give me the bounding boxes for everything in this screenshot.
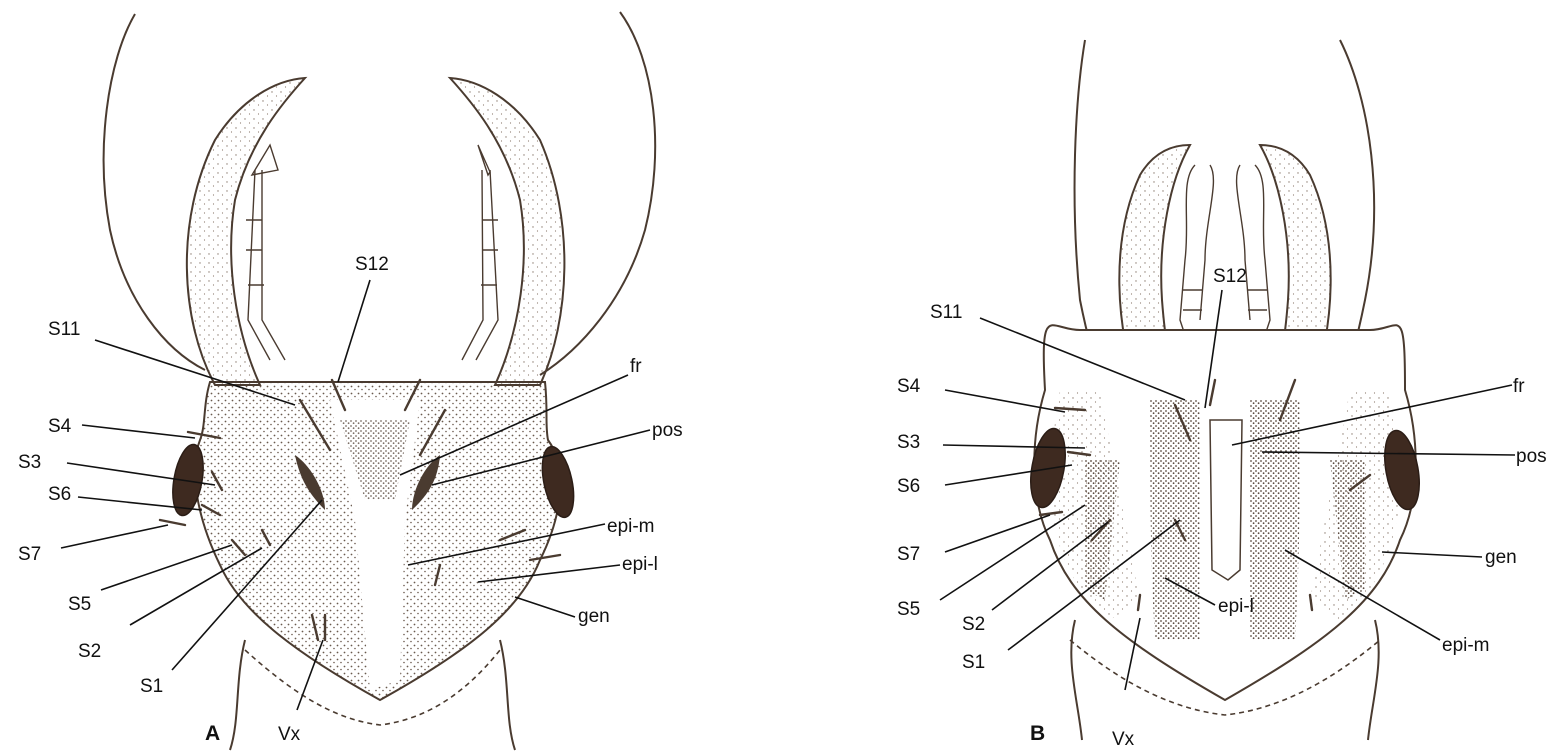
label-a-fr: fr <box>630 356 642 377</box>
label-a-s3: S3 <box>18 452 41 473</box>
panel-b-label: B <box>1030 722 1045 745</box>
label-a-s1: S1 <box>140 676 163 697</box>
panel-a-mandible-right <box>450 78 564 385</box>
label-b-fr: fr <box>1513 376 1525 397</box>
label-b-s4: S4 <box>897 376 921 397</box>
panel-b-drawing <box>1025 40 1424 740</box>
label-b-s12: S12 <box>1213 266 1247 287</box>
label-a-s7: S7 <box>18 544 41 565</box>
label-a-vx: Vx <box>278 724 301 745</box>
panel-a-drawing <box>104 12 656 750</box>
panel-a-antenna-left <box>104 14 205 370</box>
label-a-s12: S12 <box>355 254 389 275</box>
panel-a-label: A <box>205 722 220 745</box>
label-b-s3: S3 <box>897 432 920 453</box>
label-a-s2: S2 <box>78 641 101 662</box>
label-b-s1: S1 <box>962 652 985 673</box>
label-b-s7: S7 <box>897 544 920 565</box>
label-b-epi-l: epi-l <box>1218 596 1254 617</box>
label-a-epi-l: epi-l <box>622 554 658 575</box>
label-a-s11: S11 <box>48 319 80 340</box>
label-a-gen: gen <box>578 606 610 627</box>
label-b-epi-m: epi-m <box>1442 635 1490 656</box>
label-a-pos: pos <box>652 420 683 441</box>
label-a-s5: S5 <box>68 594 91 615</box>
label-b-s2: S2 <box>962 614 985 635</box>
label-b-s6: S6 <box>897 476 920 497</box>
label-b-gen: gen <box>1485 547 1517 568</box>
label-b-pos: pos <box>1516 446 1547 467</box>
label-a-s4: S4 <box>48 416 72 437</box>
panel-a-palp-right <box>462 170 498 360</box>
label-a-s6: S6 <box>48 484 71 505</box>
panel-a-mandible-left <box>187 78 305 385</box>
label-b-s5: S5 <box>897 599 920 620</box>
label-b-vx: Vx <box>1112 729 1135 750</box>
label-b-s11: S11 <box>930 302 962 323</box>
panel-a-palp-left <box>246 170 285 360</box>
label-a-epi-m: epi-m <box>607 516 655 537</box>
